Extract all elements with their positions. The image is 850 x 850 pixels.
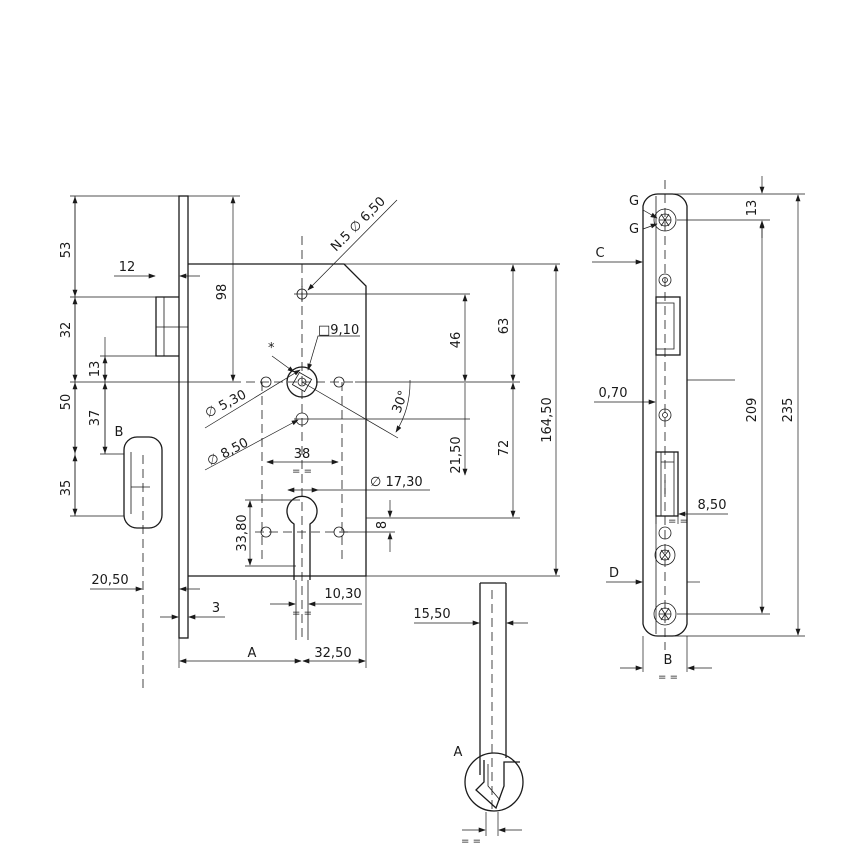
follower-square: [286, 366, 318, 398]
dim-17-30: ∅ 17,30: [370, 475, 423, 490]
dim-30-deg: 30°: [390, 389, 412, 416]
label-b: B: [115, 425, 124, 440]
dim-32: 32: [59, 322, 74, 339]
label-g-1: G: [629, 194, 639, 209]
dim-32-50: 32,50: [314, 646, 351, 661]
mount-hole-left: [260, 376, 272, 388]
side-b-equal: = =: [658, 672, 678, 683]
dim-13: 13: [88, 361, 103, 378]
spindle-cam: [475, 760, 520, 810]
lock-case: [188, 263, 367, 577]
dim-98: 98: [215, 284, 230, 301]
label-d: D: [609, 566, 619, 581]
dim-38: 38: [294, 447, 311, 462]
bolt-detail-view: 15,50 A = =: [413, 582, 528, 847]
dim-164-50: 164,50: [540, 397, 555, 443]
side-faceplate: [642, 193, 688, 637]
dim-8: 8: [375, 521, 390, 529]
latch: [155, 296, 179, 357]
dim-37: 37: [88, 410, 103, 427]
dim-46: 46: [449, 332, 464, 349]
bolt-equal-mark: = =: [461, 836, 481, 847]
dim-square-9-10: □9,10: [318, 323, 359, 338]
mount-hole-top: [294, 286, 310, 302]
dim-33-80: 33,80: [235, 514, 250, 551]
dim-12: 12: [119, 260, 136, 275]
dim-38-equal: = =: [292, 466, 312, 477]
cylinder-hole-left: [260, 526, 272, 538]
mount-hole-right: [333, 376, 345, 388]
bolt-label-a: A: [454, 745, 463, 760]
side-dim-235: 235: [781, 398, 796, 423]
spindle-bar: [479, 582, 507, 775]
dim-8-50: ∅ 8,50: [205, 435, 251, 469]
dim-20-50: 20,50: [91, 573, 128, 588]
dim-35: 35: [59, 480, 74, 497]
side-dim-13: 13: [745, 200, 760, 217]
dim-21-50: 21,50: [449, 436, 464, 473]
dim-53: 53: [59, 242, 74, 259]
side-dim-8-50: 8,50: [698, 498, 727, 513]
dim-10-30-equal: = =: [292, 608, 312, 619]
cylinder-cutout: [286, 495, 318, 580]
label-g-2: G: [629, 222, 639, 237]
side-dim-0-70: 0,70: [599, 386, 628, 401]
dim-n5-holes: N.5 ∅ 6,50: [328, 194, 389, 255]
dim-10-30: 10,30: [324, 587, 361, 602]
dim-72: 72: [497, 440, 512, 457]
side-label-b: B: [664, 653, 673, 668]
side-view-dimensions: G G C 13 209 235 0,70 8,50 = = D B: [592, 176, 805, 683]
spindle-hub: [464, 752, 524, 812]
dim-a: A: [248, 646, 257, 661]
dim-3: 3: [212, 601, 220, 616]
side-dim-209: 209: [745, 398, 760, 423]
dim-star: *: [268, 341, 275, 356]
side-view: [642, 180, 688, 650]
dim-5-30: ∅ 5,30: [203, 387, 249, 421]
side-latch-opening: [655, 296, 681, 356]
side-bolt-opening: [655, 451, 679, 517]
faceplate: [178, 195, 189, 639]
front-view-dimensions: 53 32 13 50 37 35 12 98 B N.5 ∅ 6,50 □9,…: [59, 194, 560, 668]
label-c: C: [595, 246, 604, 261]
dim-50: 50: [59, 394, 74, 411]
bolt-dim-15-50: 15,50: [413, 607, 450, 622]
dim-63: 63: [497, 318, 512, 335]
side-dim-8-50-equal: = =: [668, 516, 688, 527]
